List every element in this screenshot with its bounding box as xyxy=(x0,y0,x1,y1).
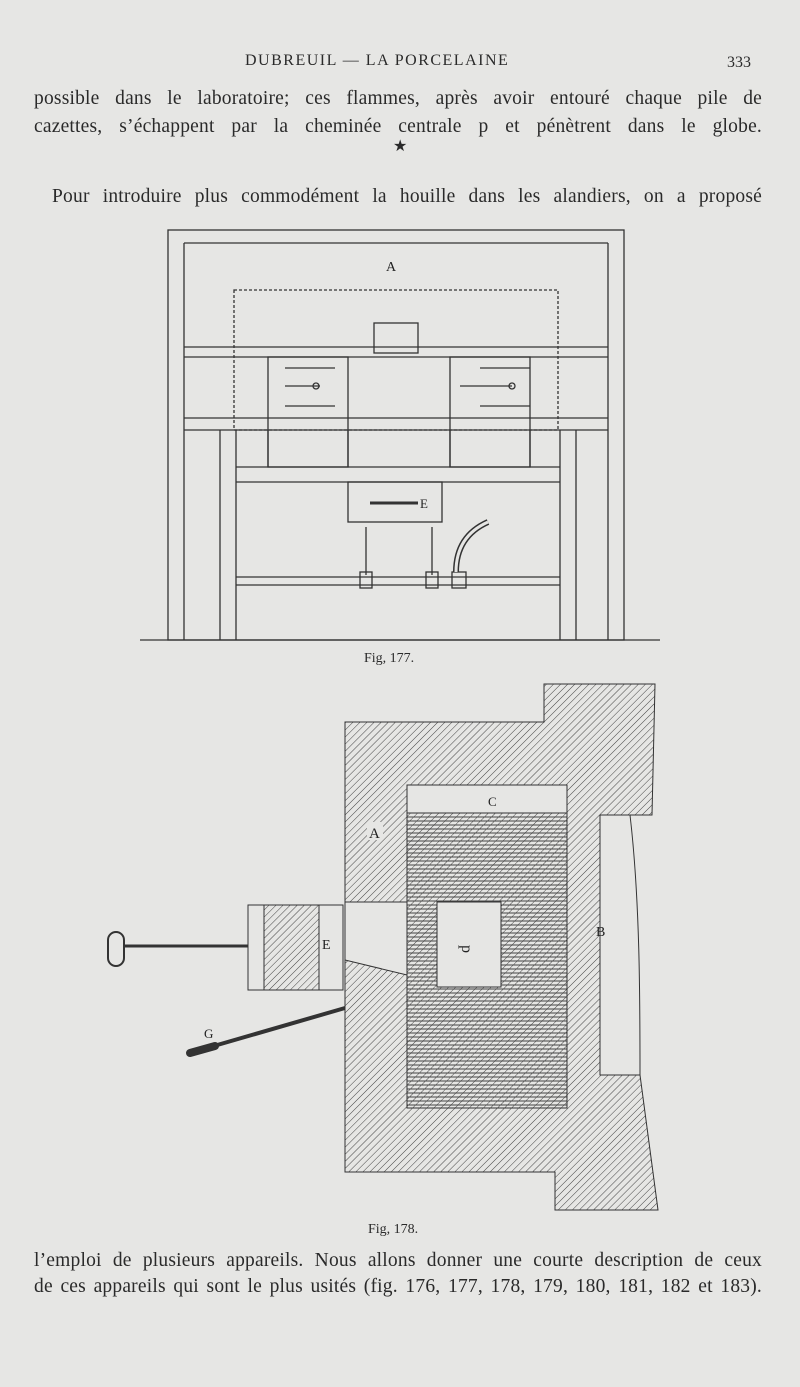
body-text-line: l’emploi de plusieurs appareils. Nous al… xyxy=(34,1250,762,1271)
body-text-line: cazettes, s’échappent par la cheminée ce… xyxy=(34,116,762,137)
page-number: 333 xyxy=(727,54,751,71)
figure-178-caption: Fig, 178. xyxy=(368,1222,419,1237)
page-header: DUBREUIL — LA PORCELAINE 333 xyxy=(0,52,800,76)
running-title: DUBREUIL — LA PORCELAINE xyxy=(245,52,510,69)
figure-178-label-a: A xyxy=(369,826,380,842)
body-text-line: possible dans le laboratoire; ces flamme… xyxy=(34,88,762,109)
figure-178-label-b: B xyxy=(596,925,605,940)
figure-177-label-a: A xyxy=(386,260,397,275)
figure-177-drawing xyxy=(140,229,660,641)
figure-177-caption: Fig, 177. xyxy=(364,651,415,666)
figure-178-labels: A C B E p G xyxy=(204,792,605,1041)
figure-178-label-e: E xyxy=(322,938,331,953)
figure-177-label-e: E xyxy=(420,496,428,511)
figure-178-label-g: G xyxy=(204,1026,213,1041)
section-separator-star: ★ xyxy=(393,138,408,155)
body-text-line: Pour introduire plus commodément la houi… xyxy=(52,186,762,207)
figure-178-drawing xyxy=(107,683,659,1211)
figure-177-labels: A E xyxy=(386,260,428,511)
figure-178-label-p: p xyxy=(458,945,475,953)
body-text-line: de ces appareils qui sont le plus usités… xyxy=(34,1276,762,1297)
figure-178-label-c: C xyxy=(488,794,497,809)
